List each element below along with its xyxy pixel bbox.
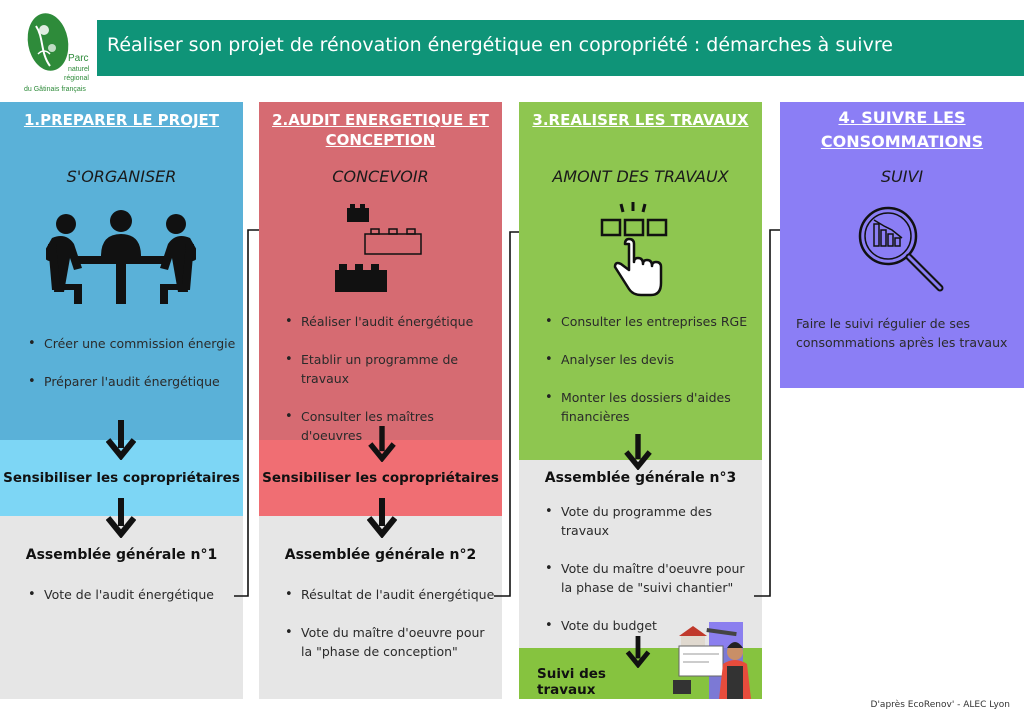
col3-bullet-2: Analyser les devis <box>545 350 757 369</box>
col3-subtitle: AMONT DES TRAVAUX <box>552 167 729 186</box>
selection-hand-icon <box>599 200 669 304</box>
magnifier-chart-icon <box>854 202 950 300</box>
col3-bullet-1: Consulter les entreprises RGE <box>545 312 757 331</box>
logo-text-2: naturel <box>68 66 90 73</box>
col2-assembly-bullet-1: Résultat de l'audit énergétique <box>285 585 497 604</box>
col2-assembly-title: Assemblée générale n°2 <box>284 547 477 563</box>
col1-bullet-1: Créer une commission énergie <box>28 334 237 353</box>
col1-assembly-bullet-1: Vote de l'audit énergétique <box>28 585 237 604</box>
col1-subtitle: S'ORGANISER <box>66 167 177 186</box>
column-2: 2.AUDIT ENERGETIQUE ET CONCEPTION CONCEV… <box>259 102 502 699</box>
col3-assembly-bullet-3: Vote du budget <box>545 616 757 635</box>
col1-band-title: Sensibiliser les copropriétaires <box>3 470 240 486</box>
col2-assembly-bullet-2: Vote du maître d'oeuvre pour la "phase d… <box>285 623 497 661</box>
park-logo: Parc naturel régional du Gâtinais frança… <box>22 8 97 100</box>
col3-bullet-3: Monter les dossiers d'aides financières <box>545 388 757 426</box>
col1-bottom-panel <box>0 516 243 699</box>
column-4: 4. SUIVRE LES CONSOMMATIONS SUIVI Faire … <box>780 102 1024 388</box>
col3-assembly-bullet-1: Vote du programme des travaux <box>545 502 757 540</box>
down-arrow-icon <box>367 498 397 538</box>
page-title: Réaliser son projet de rénovation énergé… <box>107 34 893 56</box>
col2-title-line1: 2.AUDIT ENERGETIQUE ET <box>272 111 489 129</box>
bricks-icon <box>333 202 433 302</box>
col4-text: Faire le suivi régulier de ses consommat… <box>796 316 1008 350</box>
column-3: 3.REALISER LES TRAVAUX AMONT DES TRAVAUX… <box>519 102 762 699</box>
col1-bullet-2: Préparer l'audit énergétique <box>28 372 237 391</box>
column-1: 1.PREPARER LE PROJET S'ORGANISER Créer u… <box>0 102 243 699</box>
col4-subtitle: SUIVI <box>880 167 924 186</box>
col1-assembly-title: Assemblée générale n°1 <box>25 547 218 563</box>
col3-assembly-bullet-2: Vote du maître d'oeuvre pour la phase de… <box>545 559 757 597</box>
logo-text-4: du Gâtinais français <box>24 86 86 93</box>
down-arrow-icon <box>625 636 651 668</box>
col2-bullet-2: Etablir un programme de travaux <box>285 350 497 388</box>
col2-bullet-3: Consulter les maîtres d'oeuvres <box>285 407 497 445</box>
down-arrow-icon <box>624 434 652 470</box>
construction-worker-illustration <box>669 622 764 703</box>
col2-bottom-panel <box>259 516 502 699</box>
meeting-icon <box>43 208 199 314</box>
col3-title: 3.REALISER LES TRAVAUX <box>532 111 749 129</box>
logo-text-3: régional <box>64 75 89 82</box>
header-bar <box>22 20 1024 76</box>
col1-title: 1.PREPARER LE PROJET <box>23 111 220 129</box>
down-arrow-icon <box>106 498 136 538</box>
logo-text-1: Parc <box>68 53 89 64</box>
col2-subtitle: CONCEVOIR <box>332 167 429 186</box>
down-arrow-icon <box>106 420 136 460</box>
col2-title-line2: CONCEPTION <box>325 131 436 149</box>
col2-bullet-1: Réaliser l'audit énergétique <box>285 312 497 331</box>
col3-band-title: Suivi des travaux <box>537 666 606 698</box>
col3-assembly-title: Assemblée générale n°3 <box>544 470 737 486</box>
col2-band-title: Sensibiliser les copropriétaires <box>262 470 499 486</box>
footer-credit: D'après EcoRenov' - ALEC Lyon <box>870 700 1010 710</box>
down-arrow-icon <box>368 426 396 462</box>
col4-title-line1: 4. SUIVRE LES <box>838 108 966 127</box>
col4-title-line2: CONSOMMATIONS <box>820 132 984 151</box>
